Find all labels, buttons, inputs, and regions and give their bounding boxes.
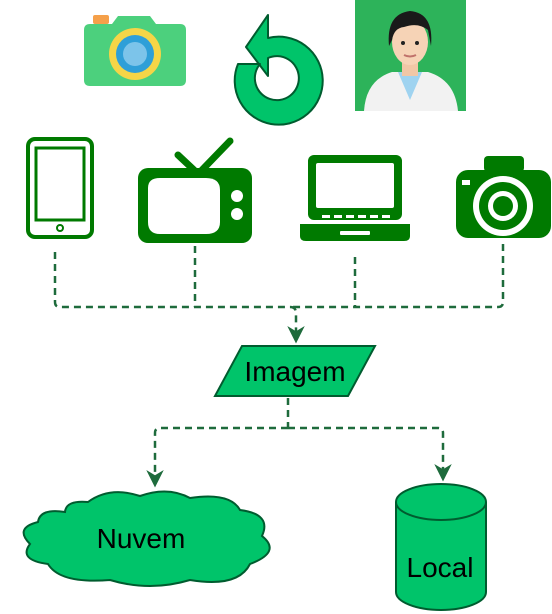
local-label: Local [407, 552, 474, 583]
connector-smartphone [53, 252, 290, 309]
image-node: Imagem [213, 345, 377, 397]
rotate-icon [233, 14, 324, 126]
cloud-label: Nuvem [97, 523, 186, 554]
camera-app-icon [84, 15, 186, 86]
person-avatar-icon [355, 0, 466, 111]
device-connectors [53, 244, 505, 488]
cloud-node: Nuvem [22, 490, 271, 587]
connector-to-cloud [146, 426, 288, 488]
laptop-icon [300, 155, 410, 241]
local-node: Local [395, 483, 487, 611]
connector-to-image [287, 305, 305, 344]
smartphone-icon [26, 137, 94, 239]
image-label: Imagem [244, 356, 345, 387]
photo-camera-icon [456, 156, 551, 238]
television-icon [138, 137, 252, 243]
connector-to-local [288, 426, 452, 482]
connector-camera [290, 244, 505, 309]
